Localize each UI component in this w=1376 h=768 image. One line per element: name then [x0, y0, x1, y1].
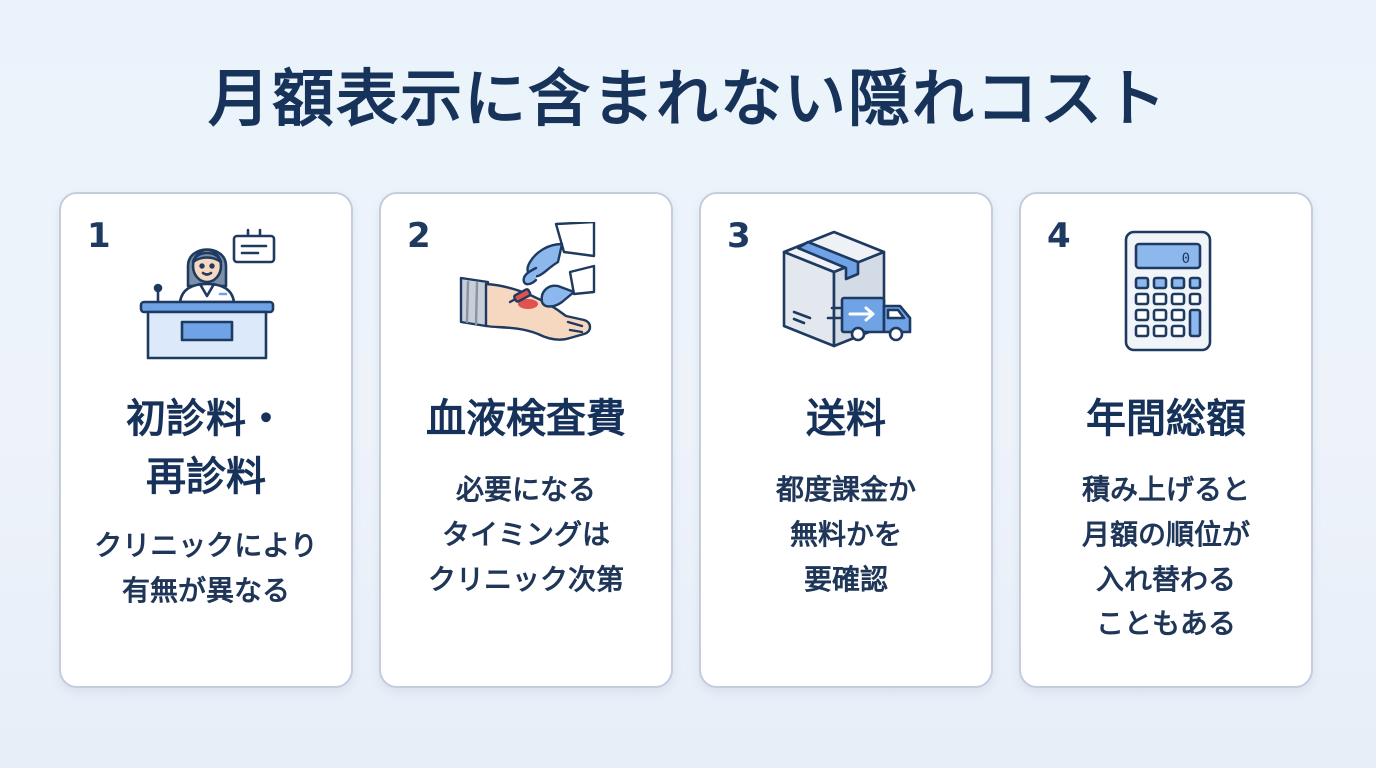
- card-title: 血液検査費: [426, 396, 626, 442]
- card-description: 必要になる タイミングは クリニック次第: [427, 473, 624, 596]
- reception-desk-icon: [138, 222, 278, 362]
- card-number: 2: [407, 216, 431, 256]
- cost-card-3: 3 送料 都度課金か 無料かを 要確認: [699, 192, 993, 688]
- shipping-box-truck-icon: [778, 222, 918, 362]
- card-number: 4: [1047, 216, 1071, 256]
- blood-test-icon: [458, 222, 598, 362]
- cost-card-2: 2 血液検査費 必要になる タイミングは クリニック次第: [379, 192, 673, 688]
- card-title: 年間総額: [1086, 396, 1246, 442]
- card-description: 積み上げると 月額の順位が 入れ替わる こともある: [1081, 473, 1250, 641]
- card-number: 1: [87, 216, 111, 256]
- card-title: 初診料・ 再診料: [126, 396, 286, 500]
- svg-text:0: 0: [1182, 251, 1190, 267]
- calculator-icon: 0: [1098, 222, 1238, 362]
- card-title: 送料: [806, 396, 886, 442]
- card-description: クリニックにより 有無が異なる: [94, 529, 318, 607]
- cost-card-1: 1: [59, 192, 353, 688]
- page-title: 月額表示に含まれない隠れコスト: [207, 62, 1168, 135]
- card-number: 3: [727, 216, 751, 256]
- card-description: 都度課金か 無料かを 要確認: [775, 473, 916, 596]
- cost-card-4: 4 0: [1019, 192, 1313, 688]
